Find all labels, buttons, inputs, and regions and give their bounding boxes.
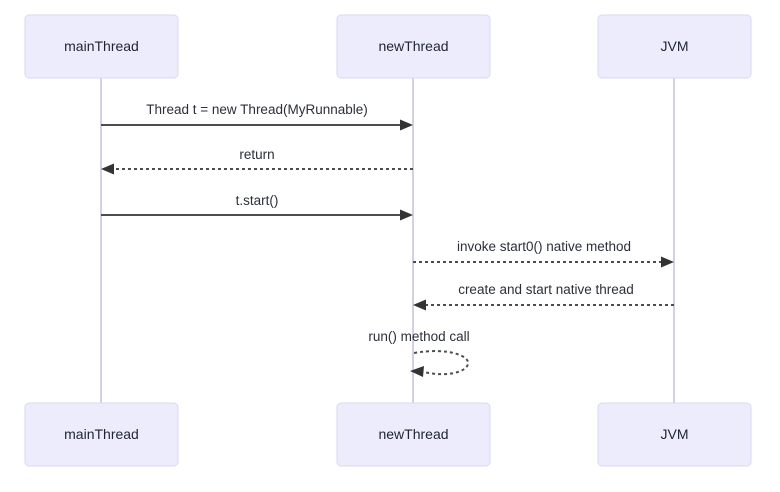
message-1[interactable]: Thread t = new Thread(MyRunnable) [101, 102, 413, 131]
participant-box-jvm[interactable] [597, 14, 752, 79]
participant-header-mainThread[interactable]: mainThread [24, 14, 179, 79]
message-5[interactable]: create and start native thread [413, 282, 674, 311]
arrowhead-right-icon [400, 119, 413, 131]
participant-label-mainThread: mainThread [64, 38, 139, 54]
message-3[interactable]: t.start() [101, 193, 413, 221]
participant-label-footer-mainThread: mainThread [64, 426, 139, 442]
arrowhead-left-icon [413, 299, 426, 311]
participant-box-footer-newThread[interactable] [336, 402, 491, 467]
arrowhead-right-icon [400, 209, 413, 221]
participant-footer-newThread[interactable]: newThread [336, 402, 491, 467]
participant-footer-jvm[interactable]: JVM [597, 402, 752, 467]
participant-box-footer-mainThread[interactable] [24, 402, 179, 467]
message-label-6: run() method call [368, 329, 469, 344]
lifelines-group [100, 78, 675, 403]
participant-footer-mainThread[interactable]: mainThread [24, 402, 179, 467]
participant-label-jvm: JVM [661, 38, 689, 54]
participant-box-mainThread[interactable] [24, 14, 179, 79]
arrowhead-right-icon [661, 256, 674, 268]
arrowhead-left-icon [101, 163, 114, 175]
message-label-2: return [239, 147, 274, 162]
message-label-1: Thread t = new Thread(MyRunnable) [146, 102, 368, 117]
message-2[interactable]: return [101, 147, 413, 175]
arrowhead-left-icon [410, 366, 424, 377]
message-6-self-call[interactable]: run() method call [368, 329, 470, 377]
participant-header-group: mainThread newThread JVM [24, 14, 752, 79]
message-4[interactable]: invoke start0() native method [413, 239, 674, 268]
participant-footer-group: mainThread newThread JVM [24, 402, 752, 467]
participant-label-footer-newThread: newThread [378, 426, 448, 442]
participant-box-footer-jvm[interactable] [597, 402, 752, 467]
participant-label-footer-jvm: JVM [661, 426, 689, 442]
participant-box-newThread[interactable] [336, 14, 491, 79]
participant-header-jvm[interactable]: JVM [597, 14, 752, 79]
message-label-4: invoke start0() native method [457, 239, 631, 254]
participant-header-newThread[interactable]: newThread [336, 14, 491, 79]
message-label-3: t.start() [236, 193, 279, 208]
message-self-loop-6 [413, 350, 470, 376]
participant-label-newThread: newThread [378, 38, 448, 54]
message-label-5: create and start native thread [458, 282, 634, 297]
